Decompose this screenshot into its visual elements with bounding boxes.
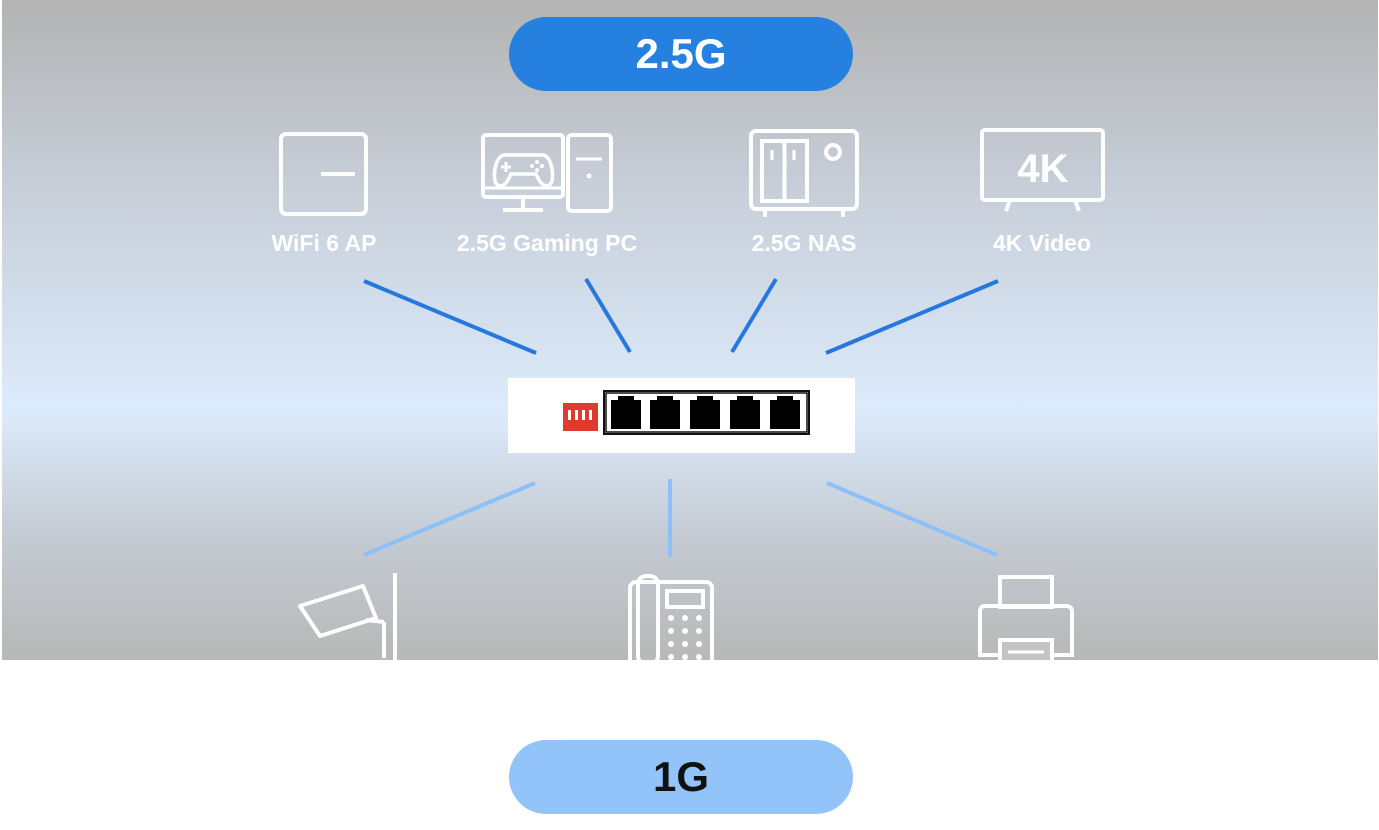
link-4k-video (825, 279, 999, 355)
speed-badge-2-5g: 2.5G (509, 17, 853, 91)
diagram-background (2, 0, 1378, 660)
network-switch-icon (508, 378, 855, 453)
gaming-pc-icon (481, 133, 613, 213)
ethernet-port-icon (730, 396, 760, 429)
nas-icon (749, 129, 859, 217)
label-wifi-6-ap: WiFi 6 AP (271, 230, 377, 256)
network-diagram: 4K (279, 128, 1105, 660)
ethernet-port-icon (770, 396, 800, 429)
desk-phone-icon (628, 574, 714, 660)
security-camera-icon (298, 573, 397, 660)
link-wifi-ap (363, 279, 537, 355)
link-nas (730, 277, 778, 354)
link-camera (363, 481, 536, 557)
tv-4k-text: 4K (1017, 147, 1068, 191)
label-4k-video: 4K Video (993, 230, 1091, 256)
speed-badge-1g: 1G (509, 740, 853, 814)
tv-4k-icon: 4K (980, 128, 1105, 212)
label-gaming-pc: 2.5G Gaming PC (456, 230, 638, 256)
printer-icon (978, 575, 1074, 660)
dip-switch-icon (563, 403, 598, 431)
label-nas: 2.5G NAS (751, 230, 857, 256)
link-gaming-pc (584, 277, 632, 354)
ethernet-port-icon (611, 396, 641, 429)
link-printer (826, 481, 998, 557)
links-2-5g (363, 277, 999, 355)
wifi-access-point-icon (279, 132, 368, 216)
ethernet-port-icon (690, 396, 720, 429)
links-1g (363, 479, 998, 557)
ethernet-port-icon (650, 396, 680, 429)
